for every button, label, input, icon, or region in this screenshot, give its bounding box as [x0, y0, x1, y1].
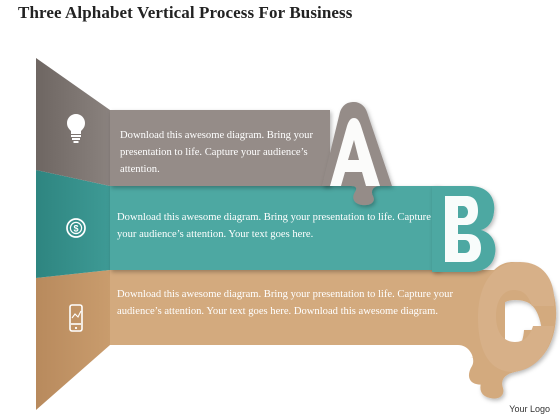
step-c-text: Download this awesome diagram. Bring you…: [117, 289, 453, 317]
letter-a: [322, 102, 392, 206]
letter-c-face: [478, 262, 555, 372]
step-a: [36, 58, 392, 206]
letter-b: [432, 186, 496, 272]
step-c: [36, 262, 557, 410]
step-a-text: Download this awesome diagram. Bring you…: [120, 130, 314, 175]
lightbulb-icon: [67, 114, 85, 143]
step-c-band: [110, 270, 505, 385]
page-title: Three Alphabet Vertical Process For Busi…: [18, 3, 353, 22]
dollar-coin-icon: $: [66, 218, 86, 238]
step-c-fold: [36, 270, 110, 410]
step-b-fold: [36, 170, 110, 278]
step-b-text: Download this awesome diagram. Bring you…: [117, 212, 431, 240]
step-b: $: [36, 170, 496, 278]
footer-logo: Your Logo: [509, 404, 550, 414]
step-a-band: [110, 110, 330, 186]
step-b-band: [110, 186, 440, 270]
mobile-phone-icon: [69, 304, 83, 332]
svg-text:$: $: [73, 224, 78, 234]
